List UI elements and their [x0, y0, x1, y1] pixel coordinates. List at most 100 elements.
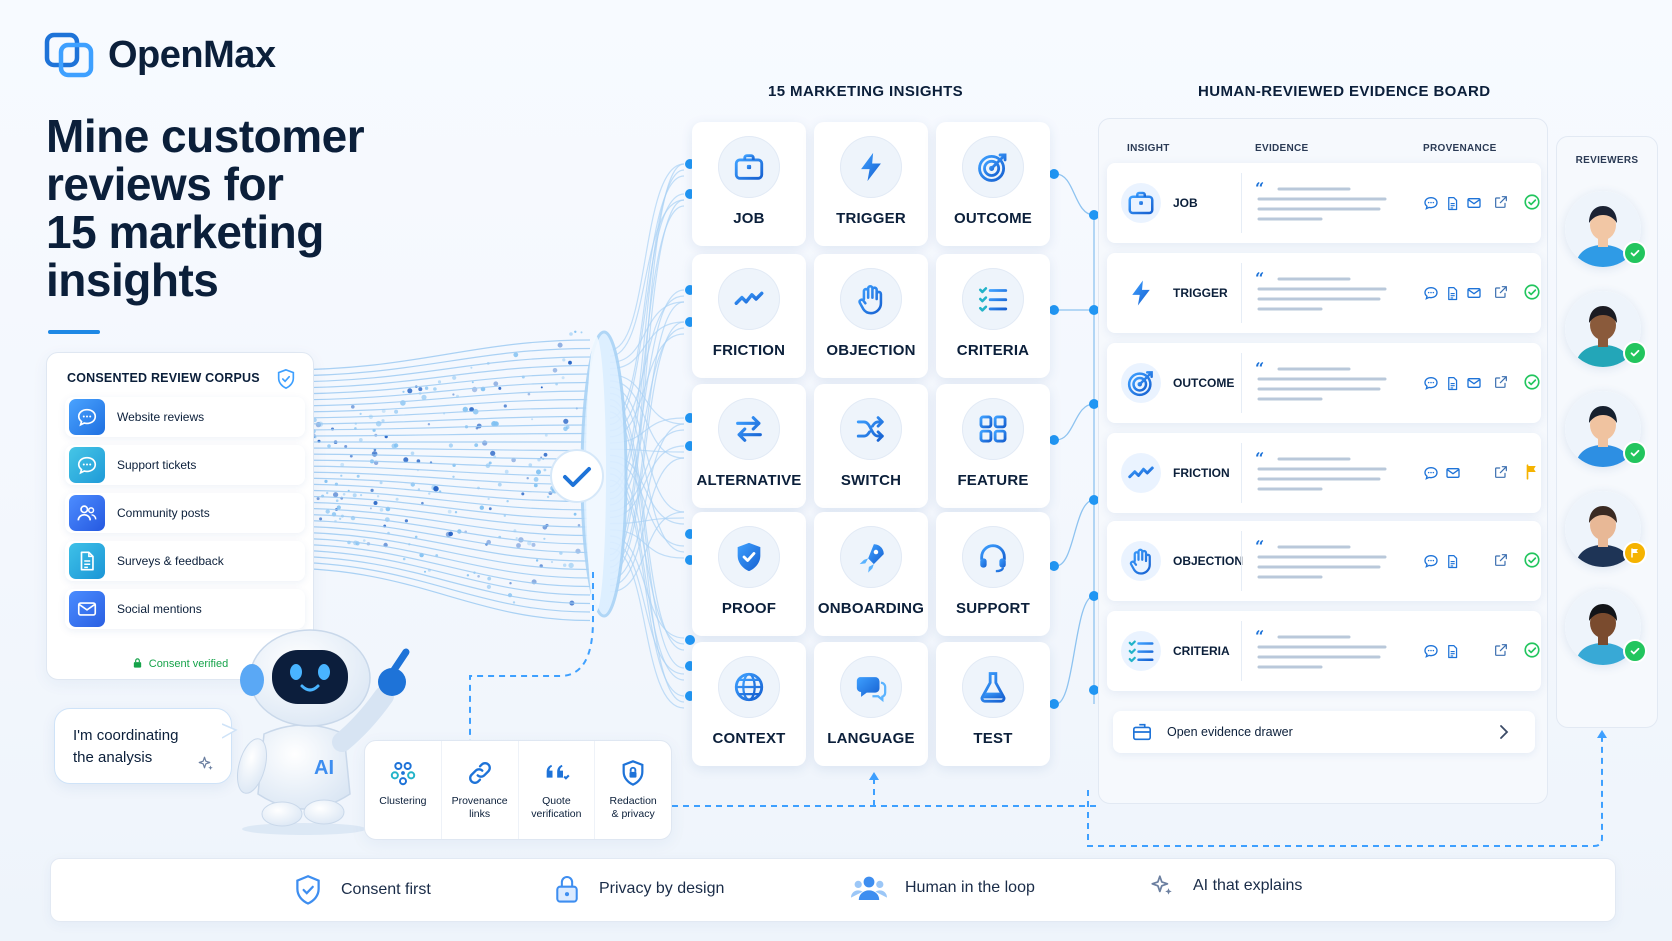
- reviewer-avatar[interactable]: [1565, 191, 1641, 267]
- evidence-row-trigger[interactable]: TRIGGER “: [1107, 253, 1541, 333]
- insight-context[interactable]: CONTEXT: [692, 642, 806, 766]
- document-link-icon[interactable]: [1445, 554, 1460, 569]
- lock-icon: [556, 876, 578, 903]
- document-link-icon[interactable]: [1445, 376, 1460, 391]
- column-header-evidence: EVIDENCE: [1255, 143, 1309, 154]
- chat-bubble-icon: [69, 447, 105, 483]
- mail-link-icon[interactable]: [1466, 195, 1482, 211]
- insight-job[interactable]: JOB: [692, 122, 806, 246]
- tool-redaction-privacy[interactable]: Redaction& privacy: [595, 741, 671, 839]
- evidence-excerpt-lines: [1257, 457, 1387, 491]
- reviewers-panel: REVIEWERS: [1556, 136, 1658, 728]
- external-link-icon[interactable]: [1493, 284, 1509, 300]
- chevron-right-icon: [1500, 725, 1509, 739]
- rocket-icon: [854, 540, 888, 574]
- target-icon: [1121, 363, 1161, 403]
- provenance-links: [1423, 195, 1482, 211]
- mail-link-icon[interactable]: [1466, 375, 1482, 391]
- swap-arrows-icon: [732, 412, 766, 446]
- chat-link-icon[interactable]: [1423, 285, 1439, 301]
- insight-switch[interactable]: SWITCH: [814, 384, 928, 508]
- evidence-row-friction[interactable]: FRICTION“: [1107, 433, 1541, 513]
- external-link-icon[interactable]: [1493, 464, 1509, 480]
- insight-friction[interactable]: FRICTION: [692, 254, 806, 378]
- open-evidence-drawer-button[interactable]: Open evidence drawer: [1113, 711, 1535, 753]
- cluster-icon: [390, 761, 416, 786]
- insight-objection[interactable]: OBJECTION: [814, 254, 928, 378]
- evidence-board-heading: HUMAN-REVIEWED EVIDENCE BOARD: [1198, 83, 1491, 100]
- source-social-mentions[interactable]: Social mentions: [65, 589, 305, 629]
- chat-link-icon[interactable]: [1423, 195, 1439, 211]
- principles-footer: Consent first Privacy by design Human in…: [50, 858, 1616, 922]
- quote-mark-icon: “: [1255, 627, 1265, 646]
- shield-lock-icon: [622, 760, 644, 786]
- reviewers-heading: REVIEWERS: [1575, 155, 1639, 166]
- source-website-reviews[interactable]: Website reviews: [65, 397, 305, 437]
- insights-heading: 15 MARKETING INSIGHTS: [768, 83, 964, 100]
- evidence-excerpt-lines: [1257, 367, 1387, 401]
- insight-onboarding[interactable]: ONBOARDING: [814, 512, 928, 636]
- chat-link-icon[interactable]: [1423, 643, 1439, 659]
- source-support-tickets[interactable]: Support tickets: [65, 445, 305, 485]
- document-link-icon[interactable]: [1445, 196, 1460, 211]
- reviewer-avatar[interactable]: [1565, 391, 1641, 467]
- approved-badge-icon: [1623, 441, 1647, 465]
- chat-link-icon[interactable]: [1423, 465, 1439, 481]
- ai-robot-assistant: AI: [237, 629, 410, 835]
- mail-link-icon[interactable]: [1466, 285, 1482, 301]
- trend-icon: [732, 282, 766, 316]
- mail-link-icon[interactable]: [1445, 465, 1461, 481]
- assistant-speech-bubble: I'm coordinating the analysis: [54, 708, 232, 784]
- insight-feature[interactable]: FEATURE: [936, 384, 1050, 508]
- insight-criteria[interactable]: CRITERIA: [936, 254, 1050, 378]
- approved-badge-icon: [1623, 241, 1647, 265]
- document-link-icon[interactable]: [1445, 644, 1460, 659]
- flag-badge-icon: [1623, 541, 1647, 565]
- quote-mark-icon: “: [1255, 269, 1265, 288]
- external-link-icon[interactable]: [1493, 194, 1509, 210]
- evidence-row-job[interactable]: JOB“: [1107, 163, 1541, 243]
- lightning-icon: [854, 150, 888, 184]
- evidence-row-criteria[interactable]: CRITERIA “: [1107, 611, 1541, 691]
- source-surveys-feedback[interactable]: Surveys & feedback: [65, 541, 305, 581]
- evidence-row-label: CRITERIA: [1173, 644, 1230, 658]
- external-link-icon[interactable]: [1493, 374, 1509, 390]
- people-icon: [851, 876, 887, 900]
- external-link-icon[interactable]: [1493, 642, 1509, 658]
- approved-check-icon: [1523, 193, 1541, 211]
- chat-link-icon[interactable]: [1423, 375, 1439, 391]
- insight-alternative[interactable]: ALTERNATIVE: [692, 384, 806, 508]
- evidence-row-outcome[interactable]: OUTCOME“: [1107, 343, 1541, 423]
- document-link-icon[interactable]: [1445, 286, 1460, 301]
- evidence-board: INSIGHT EVIDENCE PROVENANCE JOB“TRIGGER“…: [1098, 118, 1548, 804]
- external-link-icon[interactable]: [1493, 552, 1509, 568]
- insight-outcome[interactable]: OUTCOME: [936, 122, 1050, 246]
- document-icon: [69, 543, 105, 579]
- tool-clustering[interactable]: Clustering: [365, 741, 442, 839]
- openmax-logo[interactable]: OpenMax: [44, 32, 276, 78]
- quote-mark-icon: “: [1255, 179, 1265, 198]
- insight-test[interactable]: TEST: [936, 642, 1050, 766]
- provenance-links: [1423, 285, 1482, 301]
- source-community-posts[interactable]: Community posts: [65, 493, 305, 533]
- evidence-excerpt-lines: [1257, 635, 1387, 669]
- approved-check-icon: [1523, 373, 1541, 391]
- insight-support[interactable]: SUPPORT: [936, 512, 1050, 636]
- quote-mark-icon: “: [1255, 537, 1265, 556]
- insight-trigger[interactable]: TRIGGER: [814, 122, 928, 246]
- insight-proof[interactable]: PROOF: [692, 512, 806, 636]
- evidence-row-label: TRIGGER: [1173, 286, 1228, 300]
- approved-badge-icon: [1623, 639, 1647, 663]
- shield-check-icon: [296, 875, 320, 905]
- hand-icon: [854, 282, 888, 316]
- insight-language[interactable]: LANGUAGE: [814, 642, 928, 766]
- evidence-row-objection[interactable]: OBJECTION“: [1107, 521, 1541, 601]
- chat-link-icon[interactable]: [1423, 553, 1439, 569]
- brand-name: OpenMax: [108, 33, 276, 76]
- headset-icon: [976, 540, 1010, 574]
- trend-icon: [1121, 453, 1161, 493]
- sparkle-icon: [197, 755, 215, 773]
